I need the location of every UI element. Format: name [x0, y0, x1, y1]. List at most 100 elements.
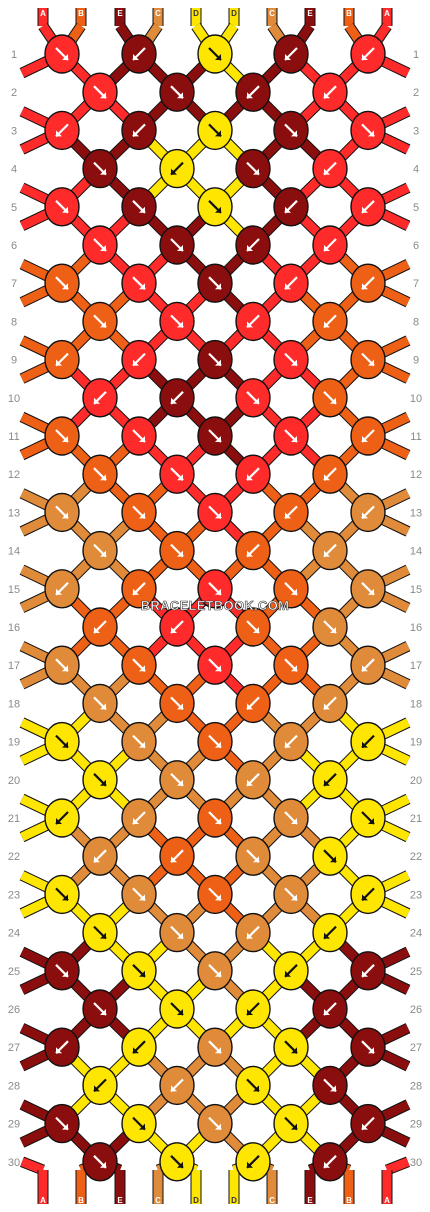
arrowhead-icon — [215, 512, 221, 519]
knot — [44, 110, 80, 151]
knot — [121, 721, 157, 762]
row-number-left: 3 — [11, 125, 17, 137]
knot — [44, 1027, 80, 1067]
knot — [159, 912, 195, 953]
row-number-right: 8 — [413, 316, 419, 328]
row-number-right: 19 — [410, 737, 422, 749]
arrowhead-icon — [139, 512, 145, 519]
arrowhead-icon — [291, 588, 297, 595]
arrowhead-icon — [291, 665, 297, 672]
row-number-right: 28 — [410, 1080, 422, 1092]
knot — [121, 798, 157, 838]
row-number-right: 30 — [410, 1157, 422, 1169]
arrowhead-icon — [362, 970, 368, 977]
knot — [197, 416, 233, 456]
knot — [235, 72, 271, 112]
arrowhead-icon — [324, 1009, 330, 1015]
knot — [273, 569, 309, 609]
knot — [159, 760, 195, 800]
row-number-right: 10 — [410, 393, 422, 405]
knot — [121, 187, 157, 227]
arrowhead-icon — [247, 779, 253, 786]
row-number-left: 25 — [8, 966, 20, 978]
row-number-right: 11 — [410, 431, 421, 443]
knot — [273, 1027, 309, 1067]
row-number-right: 13 — [410, 507, 422, 519]
knot — [197, 645, 233, 685]
arrowhead-icon — [215, 359, 221, 366]
arrowhead-icon — [139, 894, 145, 901]
knot — [82, 378, 118, 418]
arrowhead-icon — [215, 741, 221, 748]
arrowhead-icon — [177, 703, 183, 710]
knot — [159, 454, 195, 494]
knot — [197, 721, 233, 762]
arrowhead-icon — [253, 397, 259, 404]
row-number-left: 29 — [8, 1119, 20, 1131]
row-number-left: 6 — [11, 240, 17, 252]
arrowhead-icon — [215, 436, 221, 442]
arrowhead-icon — [133, 1047, 139, 1054]
knot — [44, 721, 80, 762]
knot — [350, 874, 386, 915]
arrowhead-icon — [324, 168, 330, 175]
knot — [350, 645, 386, 685]
knot — [350, 492, 386, 533]
knot — [121, 951, 157, 991]
knot — [44, 1103, 80, 1144]
knot — [273, 951, 309, 991]
arrowhead-icon — [285, 970, 291, 977]
arrowhead-icon — [62, 665, 68, 672]
row-number-left: 28 — [8, 1080, 20, 1092]
arrowhead-icon — [324, 321, 330, 328]
knot — [273, 798, 309, 838]
arrowhead-icon — [324, 1161, 330, 1168]
knot — [121, 1103, 157, 1144]
knot — [197, 34, 233, 74]
knot — [159, 378, 195, 418]
knot — [235, 912, 271, 953]
knot — [159, 301, 195, 342]
arrowhead-icon — [285, 741, 291, 748]
arrowhead-icon — [171, 627, 177, 633]
row-number-right: 18 — [410, 698, 422, 710]
knot — [312, 1142, 348, 1182]
arrowhead-icon — [62, 436, 68, 442]
bottom-strand-exit — [385, 1157, 410, 1175]
arrowhead-icon — [324, 932, 330, 939]
strand-label-bottom: D — [193, 1196, 199, 1205]
knot — [235, 530, 271, 571]
row-number-left: 10 — [8, 393, 20, 405]
arrowhead-icon — [253, 627, 259, 633]
knot — [82, 72, 118, 112]
strand-label-bottom: D — [231, 1196, 237, 1205]
arrowhead-icon — [215, 1123, 221, 1130]
row-number-left: 7 — [11, 278, 17, 290]
row-number-right: 27 — [410, 1042, 422, 1054]
knot — [312, 530, 348, 571]
strand-label-top: E — [117, 9, 123, 18]
knot — [44, 34, 80, 74]
arrowhead-icon — [215, 894, 221, 901]
knot — [121, 34, 157, 74]
arrowhead-icon — [56, 359, 62, 366]
knot — [273, 874, 309, 915]
arrowhead-icon — [291, 359, 297, 366]
arrowhead-icon — [253, 856, 259, 863]
row-number-left: 27 — [8, 1042, 20, 1054]
knot — [159, 530, 195, 571]
arrowhead-icon — [177, 321, 183, 328]
row-number-left: 30 — [8, 1157, 20, 1169]
arrowhead-icon — [330, 397, 336, 404]
arrowhead-icon — [324, 245, 330, 251]
arrowhead-icon — [362, 665, 368, 672]
row-number-left: 26 — [8, 1004, 20, 1016]
knot — [312, 72, 348, 112]
row-number-right: 25 — [410, 966, 422, 978]
row-number-left: 21 — [8, 813, 20, 825]
knot — [82, 225, 118, 265]
strand-label-top: C — [269, 9, 275, 18]
arrowhead-icon — [94, 627, 100, 633]
